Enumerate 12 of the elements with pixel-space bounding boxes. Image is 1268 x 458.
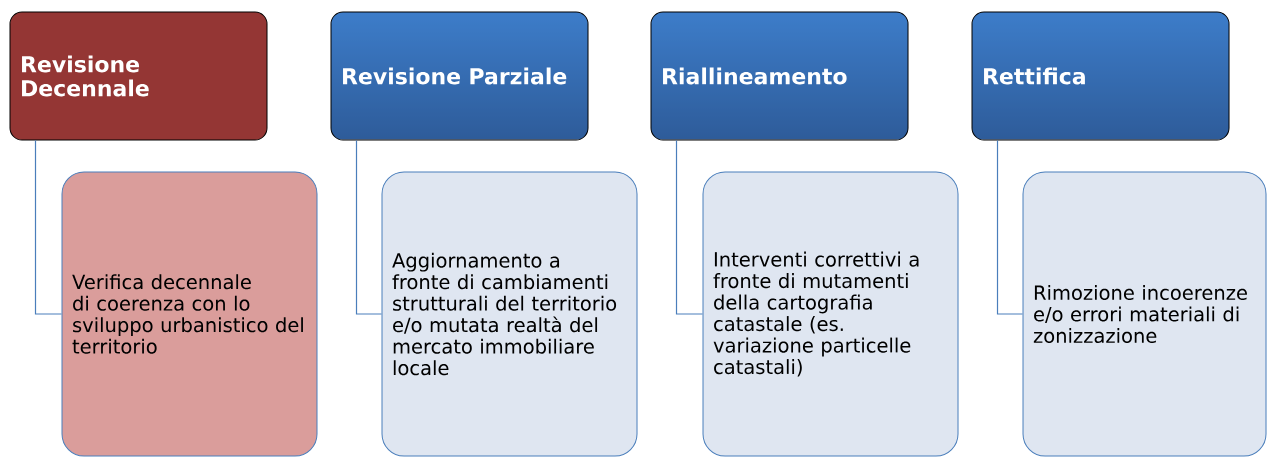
description-box: Verifica decennale di coerenza con lo sviluppo urbanistico del territorio xyxy=(61,171,318,457)
description-box: Rimozione incoerenze e/o errori materiali di zonizzazione xyxy=(1022,171,1267,457)
description-box: Aggiornamento a fronte di cambiamenti strutturali del territorio e/o mutata realtà del mercato immobiliare locale xyxy=(381,171,638,457)
category-box: Revisione Decennale xyxy=(9,11,268,141)
connector-line xyxy=(355,139,383,315)
connector-line xyxy=(675,139,704,315)
category-box: Revisione Parziale xyxy=(330,11,589,141)
category-box: Rettifica xyxy=(971,11,1230,141)
category-box: Riallineamento xyxy=(650,11,909,141)
description-box: Interventi correttivi a fronte di mutamenti della cartografia catastale (es. variazione particelle catastali) xyxy=(702,171,959,457)
connector-line xyxy=(34,139,63,315)
connector-line xyxy=(996,139,1024,315)
